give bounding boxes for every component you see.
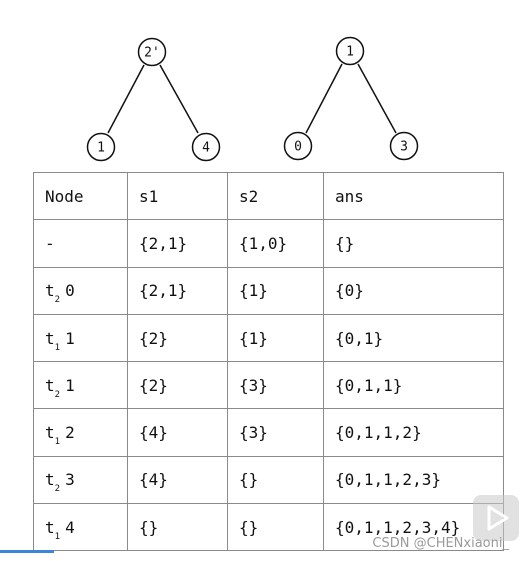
node-subscript: 2 <box>54 484 61 495</box>
node-name: - <box>45 233 55 253</box>
node-name: t <box>45 423 55 443</box>
node-value: 1 <box>65 328 75 348</box>
node-subscript: 1 <box>54 342 61 353</box>
tree-2-right-label: 3 <box>400 140 408 155</box>
header-s2: s2 <box>227 171 324 221</box>
cell-ans: {0,1} <box>323 313 504 363</box>
tree-diagrams: 2' 1 4 1 0 3 <box>86 36 419 162</box>
header-s1: s1 <box>127 171 228 221</box>
tree-2-edge-left <box>305 63 343 134</box>
table-header-row: Node s1 s2 ans <box>33 171 504 221</box>
cell-s2: {3} <box>227 361 324 410</box>
cell-s1: {2} <box>127 361 228 410</box>
tree-1-root-label: 2' <box>144 46 160 61</box>
node-value: 3 <box>65 470 75 490</box>
tree-2-right-node <box>389 131 419 161</box>
cell-s1: {2,1} <box>127 219 228 268</box>
tree-1-right-label: 4 <box>202 141 210 156</box>
cell-ans: {0,1,1,2} <box>323 408 504 457</box>
header-ans: ans <box>323 171 504 221</box>
tree-2-root-label: 1 <box>346 45 354 60</box>
tree-1-root-node <box>137 37 167 67</box>
cell-ans: {0,1,1,2,3} <box>323 455 504 505</box>
table-row: - {2,1}{1,0}{} <box>33 219 504 268</box>
header-node: Node <box>33 171 128 221</box>
tree-1-left-node <box>86 132 116 162</box>
node-name: t <box>45 517 55 537</box>
node-name: t <box>45 281 55 301</box>
node-value: 0 <box>65 281 75 301</box>
cell-s1: {4} <box>127 455 228 505</box>
node-name: t <box>45 328 55 348</box>
node-name: t <box>45 470 55 490</box>
node-name: t <box>45 375 55 395</box>
node-subscript: 2 <box>54 295 61 306</box>
play-button[interactable] <box>473 495 519 541</box>
watermark-text: CSDN @CHENxiaoni_ <box>372 536 509 551</box>
node-value: 1 <box>65 375 75 395</box>
tree-2-root-node <box>335 36 365 66</box>
cell-s1: {2} <box>127 313 228 363</box>
cell-node: - <box>33 219 128 268</box>
cell-ans: {0,1,1} <box>323 361 504 410</box>
cell-s2: {1} <box>227 313 324 363</box>
tree-2-left-label: 0 <box>294 140 302 155</box>
cell-s2: {} <box>227 503 324 552</box>
node-value: 4 <box>65 517 75 537</box>
node-subscript: 2 <box>54 389 61 400</box>
node-subscript: 1 <box>54 437 61 448</box>
cell-s2: {} <box>227 455 324 505</box>
cell-s2: {3} <box>227 408 324 457</box>
tree-1-edge-left <box>107 64 145 134</box>
cell-s1: {2,1} <box>127 266 228 315</box>
tree-1-left-label: 1 <box>97 141 105 156</box>
cell-s1: {4} <box>127 408 228 457</box>
tree-1-right-node <box>191 132 221 162</box>
play-icon <box>487 505 509 531</box>
tree-1-edge-right <box>159 64 199 134</box>
cell-s1: {} <box>127 503 228 552</box>
tree-1: 2' 1 4 <box>86 37 221 162</box>
node-subscript: 1 <box>54 531 61 542</box>
tree-2-edge-right <box>357 63 397 134</box>
video-progress-bar[interactable] <box>0 550 54 553</box>
tree-2: 1 0 3 <box>283 36 419 161</box>
node-value: 2 <box>65 423 75 443</box>
cell-ans: {0} <box>323 266 504 315</box>
tree-2-left-node <box>283 131 313 161</box>
cell-ans: {} <box>323 219 504 268</box>
cell-s2: {1} <box>227 266 324 315</box>
cell-s2: {1,0} <box>227 219 324 268</box>
